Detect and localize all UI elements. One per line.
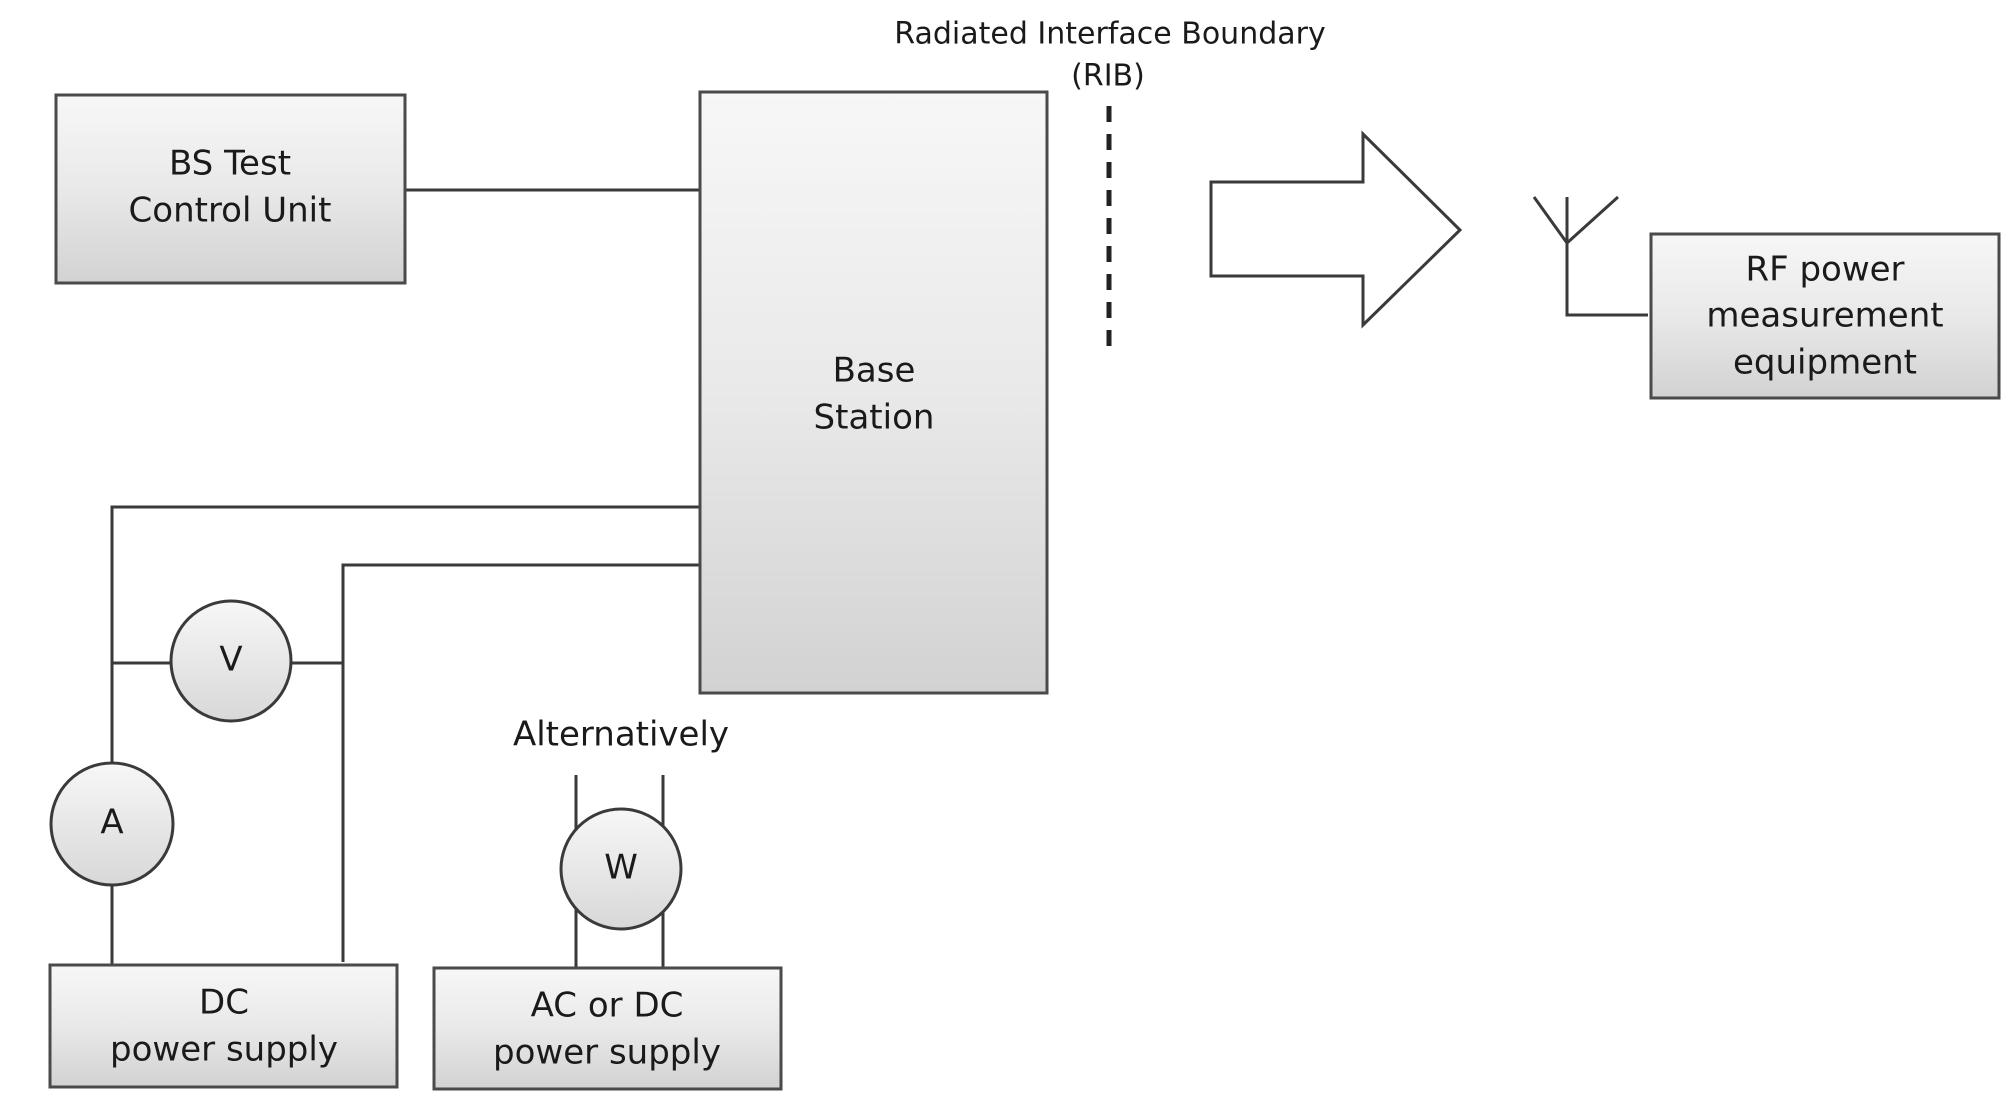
alternatively-label: Alternatively [513,715,729,755]
base-station-box: Base Station [698,90,1049,695]
rib-title-line1: Radiated Interface Boundary [894,17,1325,52]
control-unit-label-line2: Control Unit [129,191,332,231]
wiring [110,188,1648,968]
control-unit-box: BS Test Control Unit [54,93,407,285]
supply-wire-outer [110,505,700,763]
voltmeter-label: V [219,640,242,680]
ac-dc-supply-label-line1: AC or DC [531,986,684,1026]
rib-title-line2: (RIB) [1071,59,1145,94]
supply-wire-inner [341,563,700,962]
base-station-label-line2: Station [814,398,935,438]
control-unit-label-line1: BS Test [169,144,291,184]
antenna-icon [1532,195,1620,245]
ammeter: A [49,761,175,887]
rf-equipment-label-line2: measurement [1706,296,1943,336]
dc-supply-label-line1: DC [199,983,249,1023]
rf-equipment-label-line1: RF power [1745,250,1904,290]
rf-equipment-label-line3: equipment [1733,343,1917,383]
ac-dc-supply-box: AC or DC power supply [432,966,783,1091]
wattmeter: W [559,807,683,931]
ac-dc-supply-label-line2: power supply [493,1033,721,1073]
radiation-arrow-icon [1209,130,1463,329]
dc-supply-label-line2: power supply [110,1030,338,1070]
voltmeter: V [169,599,293,723]
antenna-feed-wire [1565,243,1648,317]
rf-equipment-box: RF power measurement equipment [1649,232,2001,400]
ammeter-label: A [100,803,123,843]
base-station-label-line1: Base [833,351,916,391]
wattmeter-label: W [604,848,638,888]
dc-supply-box: DC power supply [48,963,399,1089]
